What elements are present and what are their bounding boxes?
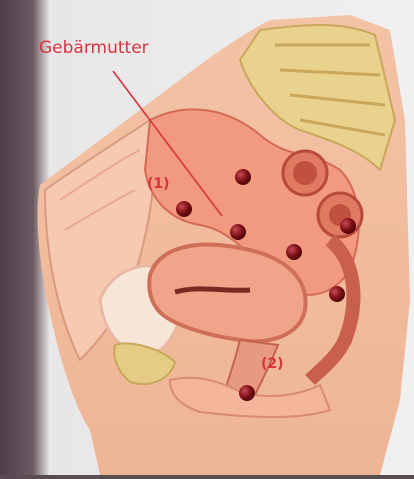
marker-dot [230, 224, 246, 240]
marker-label-2: (2) [261, 356, 284, 372]
marker-dot [340, 218, 356, 234]
marker-dot [176, 201, 192, 217]
marker-dot [239, 385, 255, 401]
marker-dot [286, 244, 302, 260]
uterine-cavity [175, 289, 250, 292]
marker-dot [329, 286, 345, 302]
marker-label-1: (1) [147, 176, 170, 192]
marker-dot [235, 169, 251, 185]
organ-label: Gebärmutter [39, 38, 149, 58]
